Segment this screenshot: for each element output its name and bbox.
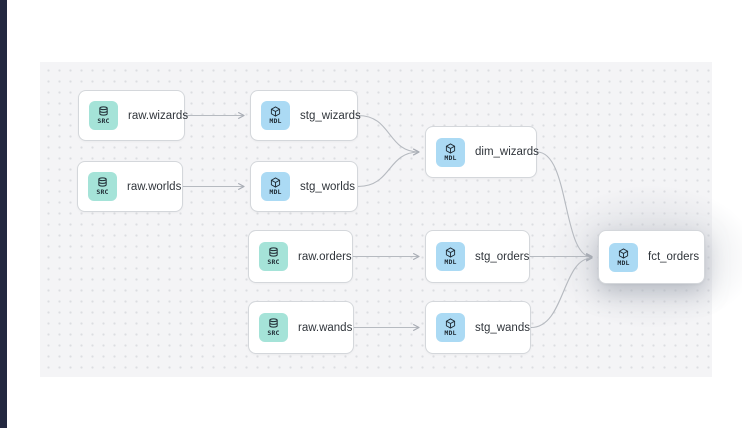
model-badge: MDL: [436, 313, 465, 342]
model-badge: MDL: [436, 137, 465, 167]
source-badge: SRC: [89, 101, 118, 130]
source-badge: SRC: [259, 242, 288, 271]
edge-stg-wizards-to-dim-wizards: [357, 114, 420, 156]
database-icon: [99, 106, 108, 116]
badge-label: MDL: [269, 117, 282, 126]
node-stg-orders[interactable]: MDL stg_orders: [425, 230, 530, 283]
badge-label: MDL: [444, 153, 457, 162]
cube-icon: [270, 177, 281, 188]
cube-icon: [618, 248, 629, 259]
cube-icon: [270, 106, 281, 117]
edge-stg-worlds-to-dim-wizards: [357, 148, 420, 188]
edge-stg-wands-to-fct-orders: [530, 254, 593, 329]
node-fct-orders[interactable]: MDL fct_orders: [598, 230, 705, 284]
badge-label: MDL: [269, 188, 282, 197]
node-label: stg_wands: [475, 321, 530, 334]
node-stg-wands[interactable]: MDL stg_wands: [425, 301, 531, 354]
badge-label: MDL: [444, 258, 457, 267]
cube-icon: [445, 318, 456, 329]
node-stg-wizards[interactable]: MDL stg_wizards: [250, 90, 361, 141]
model-badge: MDL: [261, 101, 290, 130]
cube-icon: [445, 143, 456, 154]
node-label: raw.orders: [298, 250, 352, 263]
badge-label: MDL: [617, 258, 630, 267]
node-label: raw.wizards: [128, 109, 189, 122]
badge-label: MDL: [444, 329, 457, 338]
edge-dim-wizards-to-fct-orders: [536, 151, 593, 261]
source-badge: SRC: [259, 313, 288, 342]
node-label: dim_wizards: [475, 146, 539, 158]
node-label: fct_orders: [648, 251, 700, 263]
database-icon: [98, 177, 107, 187]
database-icon: [269, 247, 278, 257]
node-stg-worlds[interactable]: MDL stg_worlds: [250, 161, 358, 212]
model-badge: MDL: [436, 242, 465, 271]
node-label: raw.worlds: [127, 180, 182, 193]
database-icon: [269, 318, 278, 328]
left-sidebar-edge: [0, 0, 7, 428]
model-badge: MDL: [261, 172, 290, 201]
node-raw-orders[interactable]: SRC raw.orders: [248, 230, 353, 283]
badge-label: SRC: [96, 188, 109, 197]
badge-label: SRC: [267, 329, 280, 338]
lineage-canvas[interactable]: SRC raw.wizards MDL stg_wizards SRC raw.…: [40, 62, 742, 377]
node-label: stg_orders: [475, 250, 530, 263]
node-raw-wizards[interactable]: SRC raw.wizards: [78, 90, 189, 141]
node-label: stg_wizards: [300, 109, 361, 122]
source-badge: SRC: [88, 172, 117, 201]
node-raw-worlds[interactable]: SRC raw.worlds: [77, 161, 183, 212]
node-label: stg_worlds: [300, 180, 355, 193]
badge-label: SRC: [267, 258, 280, 267]
node-label: raw.wands: [298, 321, 353, 334]
cube-icon: [445, 247, 456, 258]
node-dim-wizards[interactable]: MDL dim_wizards: [425, 126, 539, 178]
node-raw-wands[interactable]: SRC raw.wands: [248, 301, 354, 354]
model-badge: MDL: [609, 242, 638, 272]
badge-label: SRC: [97, 117, 110, 126]
